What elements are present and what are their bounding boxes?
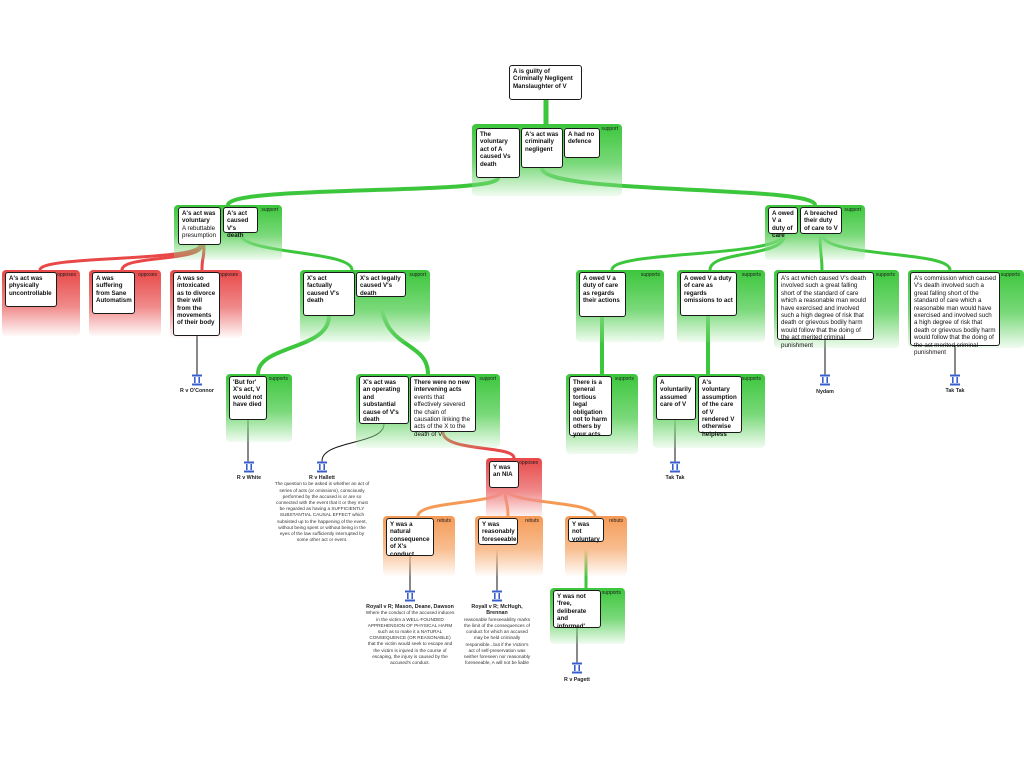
claim-act-breach[interactable]: A's act which caused V's death involved … — [777, 272, 874, 349]
supports-tag: supports — [741, 376, 761, 382]
citation-nydam[interactable]: Nydam — [816, 389, 834, 395]
authority-pillar-icon[interactable] — [404, 590, 416, 602]
rebuts-tag: rebuts — [437, 518, 451, 524]
citation-tak[interactable]: Tak Tak — [665, 475, 685, 481]
authority-pillar-icon[interactable] — [243, 461, 255, 473]
rebuttal-natural-consequence[interactable]: Y was a natural consequence of X's condu… — [386, 518, 434, 558]
supports-tag: supports — [741, 272, 761, 278]
claim-legally-caused[interactable]: X's act legally caused V's death — [356, 272, 406, 297]
claim-voluntarily-assumed[interactable]: A voluntarily assumed care of V — [656, 376, 696, 420]
opposes-tag: opposes — [519, 460, 538, 466]
rebuttal-not-voluntary[interactable]: Y was not voluntary — [568, 518, 604, 543]
claim-but-for[interactable]: 'But for' X's act, V would not have died — [229, 376, 267, 420]
authority-pillar-icon[interactable] — [949, 374, 961, 386]
claim-act-caused-death[interactable]: A's act caused V's death — [223, 207, 258, 239]
authority-pillar-icon[interactable] — [316, 461, 328, 473]
support-tag: support — [261, 207, 278, 213]
rebuts-tag: rebuts — [525, 518, 539, 524]
supports-tag: supports — [601, 590, 621, 596]
claim-not-free[interactable]: Y was not 'free, deliberate and informed… — [553, 590, 601, 630]
supports-tag: supports — [1000, 272, 1020, 278]
authority-pillar-icon[interactable] — [571, 662, 583, 674]
supports-tag: supports — [875, 272, 895, 278]
objection-intoxicated[interactable]: A was so intoxicated as to divorce their… — [173, 272, 220, 336]
objection-y-nia[interactable]: Y was an NIA — [489, 461, 519, 488]
rebuts-tag: rebuts — [609, 518, 623, 524]
claim-operating-substantial[interactable]: X's act was an operating and substantial… — [359, 376, 409, 424]
support-link — [610, 232, 785, 272]
support-tag: support — [844, 207, 861, 213]
claim-voluntary-assumption-helpless[interactable]: A's voluntary assumption of the care of … — [698, 376, 742, 438]
claim-general-tortious[interactable]: There is a general tortious legal obliga… — [569, 376, 612, 438]
objection-sane-automatism[interactable]: A was suffering from Sane Automatism — [92, 272, 135, 314]
opposes-tag: opposes — [57, 272, 76, 278]
support-tag: support — [479, 376, 496, 382]
claim-criminally-negligent[interactable]: A's act was criminally negligent — [521, 128, 563, 168]
claim-duty-regards-actions[interactable]: A owed V a duty of care as regards their… — [579, 272, 626, 317]
claim-omission-breach[interactable]: A's commission which caused V's death in… — [910, 272, 1000, 356]
supports-tag: supports — [268, 376, 288, 382]
rebuttal-reasonably-foreseeable[interactable]: Y was reasonably foreseeable — [478, 518, 518, 545]
claim-breached-duty[interactable]: A breached their duty of care to V — [800, 207, 842, 234]
claim-owed-duty[interactable]: A owed V a duty of care — [768, 207, 798, 239]
opposes-tag: opposes — [219, 272, 238, 278]
citation-tak-2[interactable]: Tak Tak — [945, 388, 965, 394]
support-tag: support — [601, 126, 618, 132]
citation-oconnor[interactable]: R v O'Connor — [180, 388, 214, 394]
claim-factually-caused[interactable]: X's act factually caused V's death — [303, 272, 355, 316]
authority-pillar-icon[interactable] — [491, 590, 503, 602]
citation-pagett[interactable]: R v Pagett — [564, 677, 590, 683]
authority-pillar-icon[interactable] — [819, 374, 831, 386]
supports-tag: supports — [614, 376, 634, 382]
support-link — [226, 176, 500, 207]
citation-white[interactable]: R v White — [236, 475, 262, 481]
main-contention[interactable]: A is guilty of Criminally Negligent Mans… — [509, 65, 582, 100]
opposes-tag: opposes — [138, 272, 157, 278]
claim-voluntary-act-caused-death[interactable]: The voluntary act of A caused Vs death — [476, 128, 520, 178]
authority-pillar-icon[interactable] — [191, 374, 203, 386]
objection-physically-uncontrollable[interactable]: A's act was physically uncontrollable — [5, 272, 57, 307]
authority-pillar-icon[interactable] — [669, 461, 681, 473]
claim-no-defence[interactable]: A had no defence — [564, 128, 600, 158]
claim-duty-regards-omissions[interactable]: A owed V a duty of care as regards omiss… — [680, 272, 737, 316]
supports-tag: supports — [640, 272, 660, 278]
support-tag: support — [409, 272, 426, 278]
